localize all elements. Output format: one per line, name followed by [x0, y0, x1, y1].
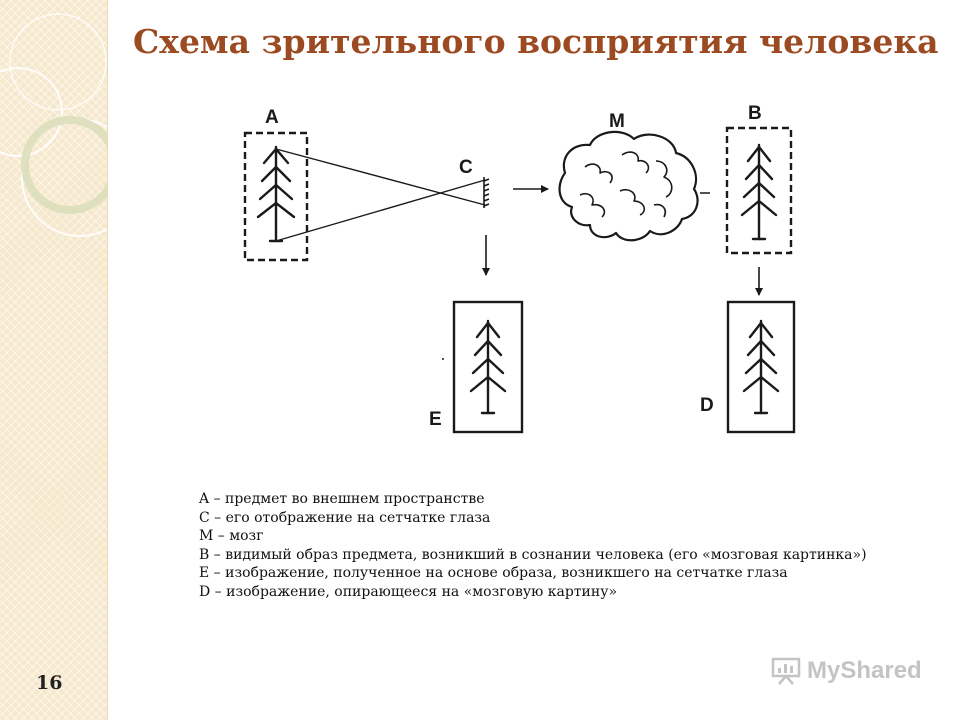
legend-item-m: M – мозг — [199, 528, 264, 544]
legend-item-c: C – его отображение на сетчатке глаза — [199, 509, 491, 526]
brain-icon-m — [558, 130, 699, 242]
image-frame-d — [726, 300, 796, 434]
decorative-side-strip — [0, 0, 108, 720]
label-c: C — [459, 157, 473, 178]
retina-c — [483, 177, 490, 208]
watermark: MyShared — [770, 656, 922, 686]
label-m: M — [609, 111, 625, 132]
tree-icon-d — [742, 319, 780, 415]
legend-item-d: D – изображение, опирающееся на «мозгову… — [199, 583, 618, 600]
label-b: B — [748, 103, 762, 124]
object-frame-a — [243, 131, 309, 262]
tree-icon-b — [740, 143, 778, 241]
label-a: A — [265, 107, 279, 128]
watermark-text: MyShared — [807, 657, 922, 684]
presentation-board-icon — [771, 657, 801, 685]
page-number: 16 — [36, 672, 63, 694]
tree-icon-e — [469, 319, 507, 415]
diagram-legend: A – предмет во внешнем пространстве C – … — [199, 490, 889, 601]
dot-mark — [442, 358, 444, 360]
image-frame-e — [452, 300, 524, 434]
legend-item-e: E – изображение, полученное на основе об… — [199, 565, 788, 581]
decorative-circles — [0, 13, 107, 237]
slide-title: Схема зрительного восприятия человека — [133, 22, 939, 61]
label-e: E — [429, 409, 442, 430]
perception-diagram-right: B D — [700, 103, 796, 434]
legend-item-a: A – предмет во внешнем пространстве — [199, 491, 485, 507]
tree-icon-a — [256, 145, 296, 243]
visual-perception-diagram: A C M E — [243, 107, 710, 434]
label-d: D — [700, 395, 714, 416]
mental-image-frame-b — [725, 126, 793, 255]
light-rays — [275, 148, 486, 242]
legend-item-b: B – видимый образ предмета, возникший в … — [199, 546, 867, 563]
